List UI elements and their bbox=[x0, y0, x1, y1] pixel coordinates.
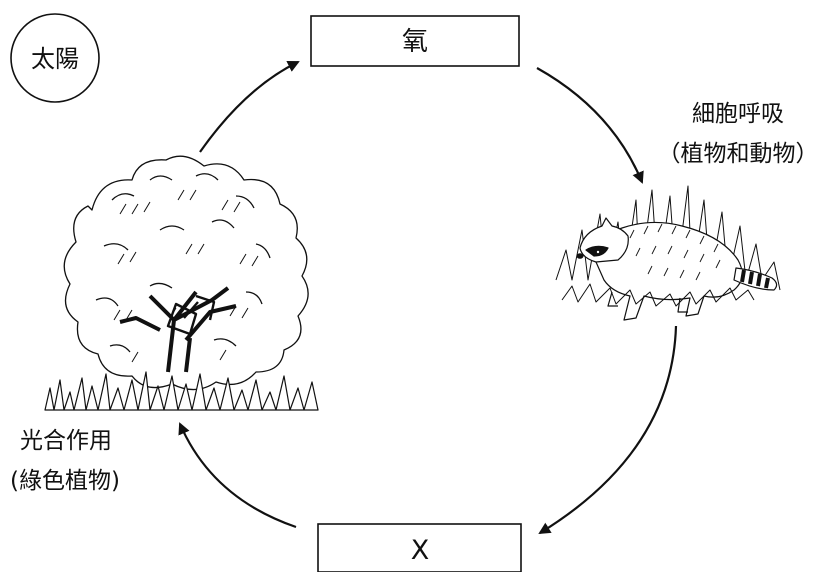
photosynthesis-label-group: 光合作用 (綠色植物) bbox=[10, 428, 120, 494]
photosynthesis-subtitle: (綠色植物) bbox=[10, 468, 120, 494]
oxygen-node: 氧 bbox=[310, 15, 520, 67]
arrow-x-to-tree bbox=[178, 422, 297, 529]
sun-circle bbox=[10, 13, 100, 103]
respiration-label-group: 細胞呼吸 （植物和動物） bbox=[658, 101, 819, 167]
sun-label: 太陽 bbox=[31, 45, 79, 73]
photosynthesis-title: 光合作用 bbox=[20, 428, 112, 454]
raccoon-illustration bbox=[555, 185, 781, 321]
arrow-oxygen-to-raccoon bbox=[536, 67, 644, 184]
oxygen-label: 氧 bbox=[402, 27, 428, 57]
sun-node: 太陽 bbox=[10, 13, 100, 103]
tree-illustration bbox=[44, 155, 319, 411]
x-node: X bbox=[317, 523, 522, 572]
arrow-raccoon-to-x bbox=[538, 325, 678, 535]
oxygen-box bbox=[310, 15, 520, 67]
x-box bbox=[317, 523, 522, 572]
respiration-title: 細胞呼吸 bbox=[692, 101, 784, 127]
x-label: X bbox=[411, 535, 430, 566]
respiration-subtitle: （植物和動物） bbox=[658, 141, 819, 167]
arrow-tree-to-oxygen bbox=[199, 61, 300, 153]
